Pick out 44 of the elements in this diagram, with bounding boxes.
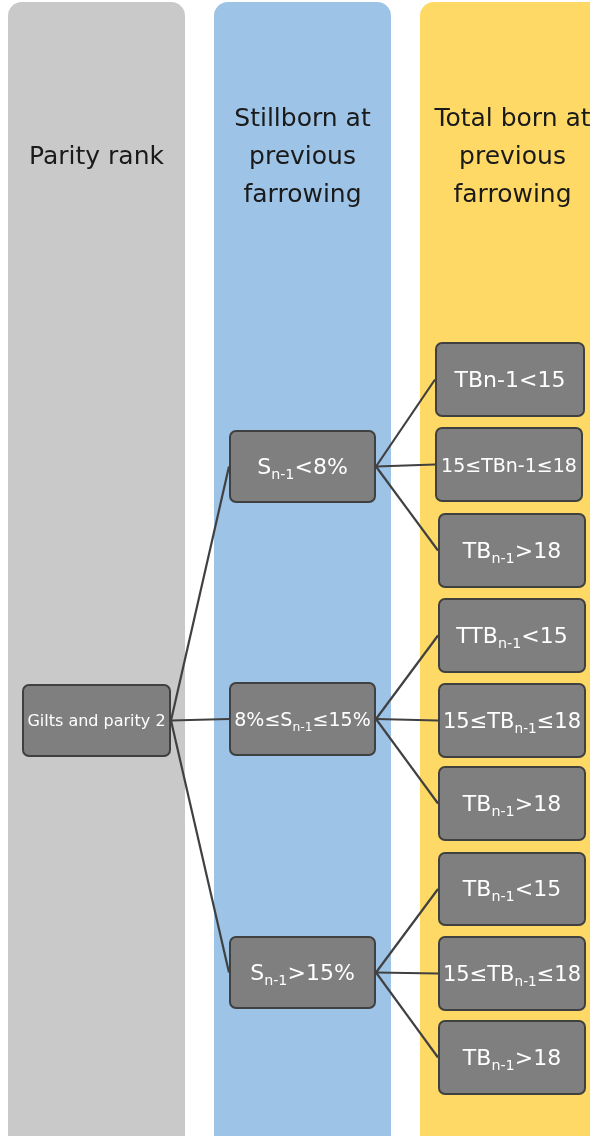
- category-label: Gilts and parity 2: [27, 709, 166, 732]
- category-label: 15≤TBn-1≤18: [441, 452, 577, 478]
- connector-line: [375, 717, 439, 722]
- category-label: 15≤TB$_{n-1}$≤18: [442, 707, 582, 736]
- connector-line: [169, 466, 231, 721]
- category-box: [229, 682, 376, 756]
- column-band: [8, 2, 185, 1136]
- category-label: S$_{n-1}$>15%: [250, 958, 355, 988]
- category-box: [22, 684, 171, 757]
- column-heading: Total born at previous farrowing: [433, 102, 590, 210]
- category-label: TB$_{n-1}$>18: [462, 536, 562, 566]
- connector-line: [170, 717, 230, 722]
- connector-line: [375, 465, 439, 552]
- connector-line: [375, 888, 439, 974]
- category-box: [438, 852, 586, 926]
- category-label: TBn-1<15: [454, 365, 566, 394]
- category-box: [229, 430, 376, 503]
- category-label: 8%≤S$_{n-1}$≤15%: [234, 707, 371, 734]
- category-box: [438, 598, 586, 673]
- category-box: [438, 766, 586, 841]
- category-label: TB$_{n-1}$<15: [462, 875, 562, 904]
- connector-line: [375, 463, 436, 468]
- category-box: [438, 513, 586, 588]
- category-box: [438, 936, 586, 1011]
- column-heading: Parity rank: [28, 140, 165, 172]
- connector-line: [376, 971, 438, 975]
- connector-line: [375, 634, 439, 720]
- category-box: [435, 427, 583, 502]
- category-label: TTB$_{n-1}$<15: [456, 621, 568, 651]
- column-heading: Stillborn at previous farrowing: [233, 102, 372, 210]
- column-band: [420, 2, 590, 1136]
- category-label: S$_{n-1}$<8%: [257, 452, 348, 482]
- column-band: [214, 2, 391, 1136]
- category-box: [229, 936, 376, 1009]
- category-label: TB$_{n-1}$>18: [462, 1043, 562, 1073]
- category-box: [435, 342, 585, 417]
- category-label: TB$_{n-1}$>18: [462, 789, 562, 819]
- category-box: [438, 683, 586, 758]
- category-label: 15≤TB$_{n-1}$≤18: [442, 960, 582, 989]
- connector-line: [375, 378, 436, 468]
- connector-line: [375, 971, 439, 1059]
- connector-line: [375, 718, 439, 805]
- connector-line: [169, 720, 231, 973]
- category-box: [438, 1020, 586, 1095]
